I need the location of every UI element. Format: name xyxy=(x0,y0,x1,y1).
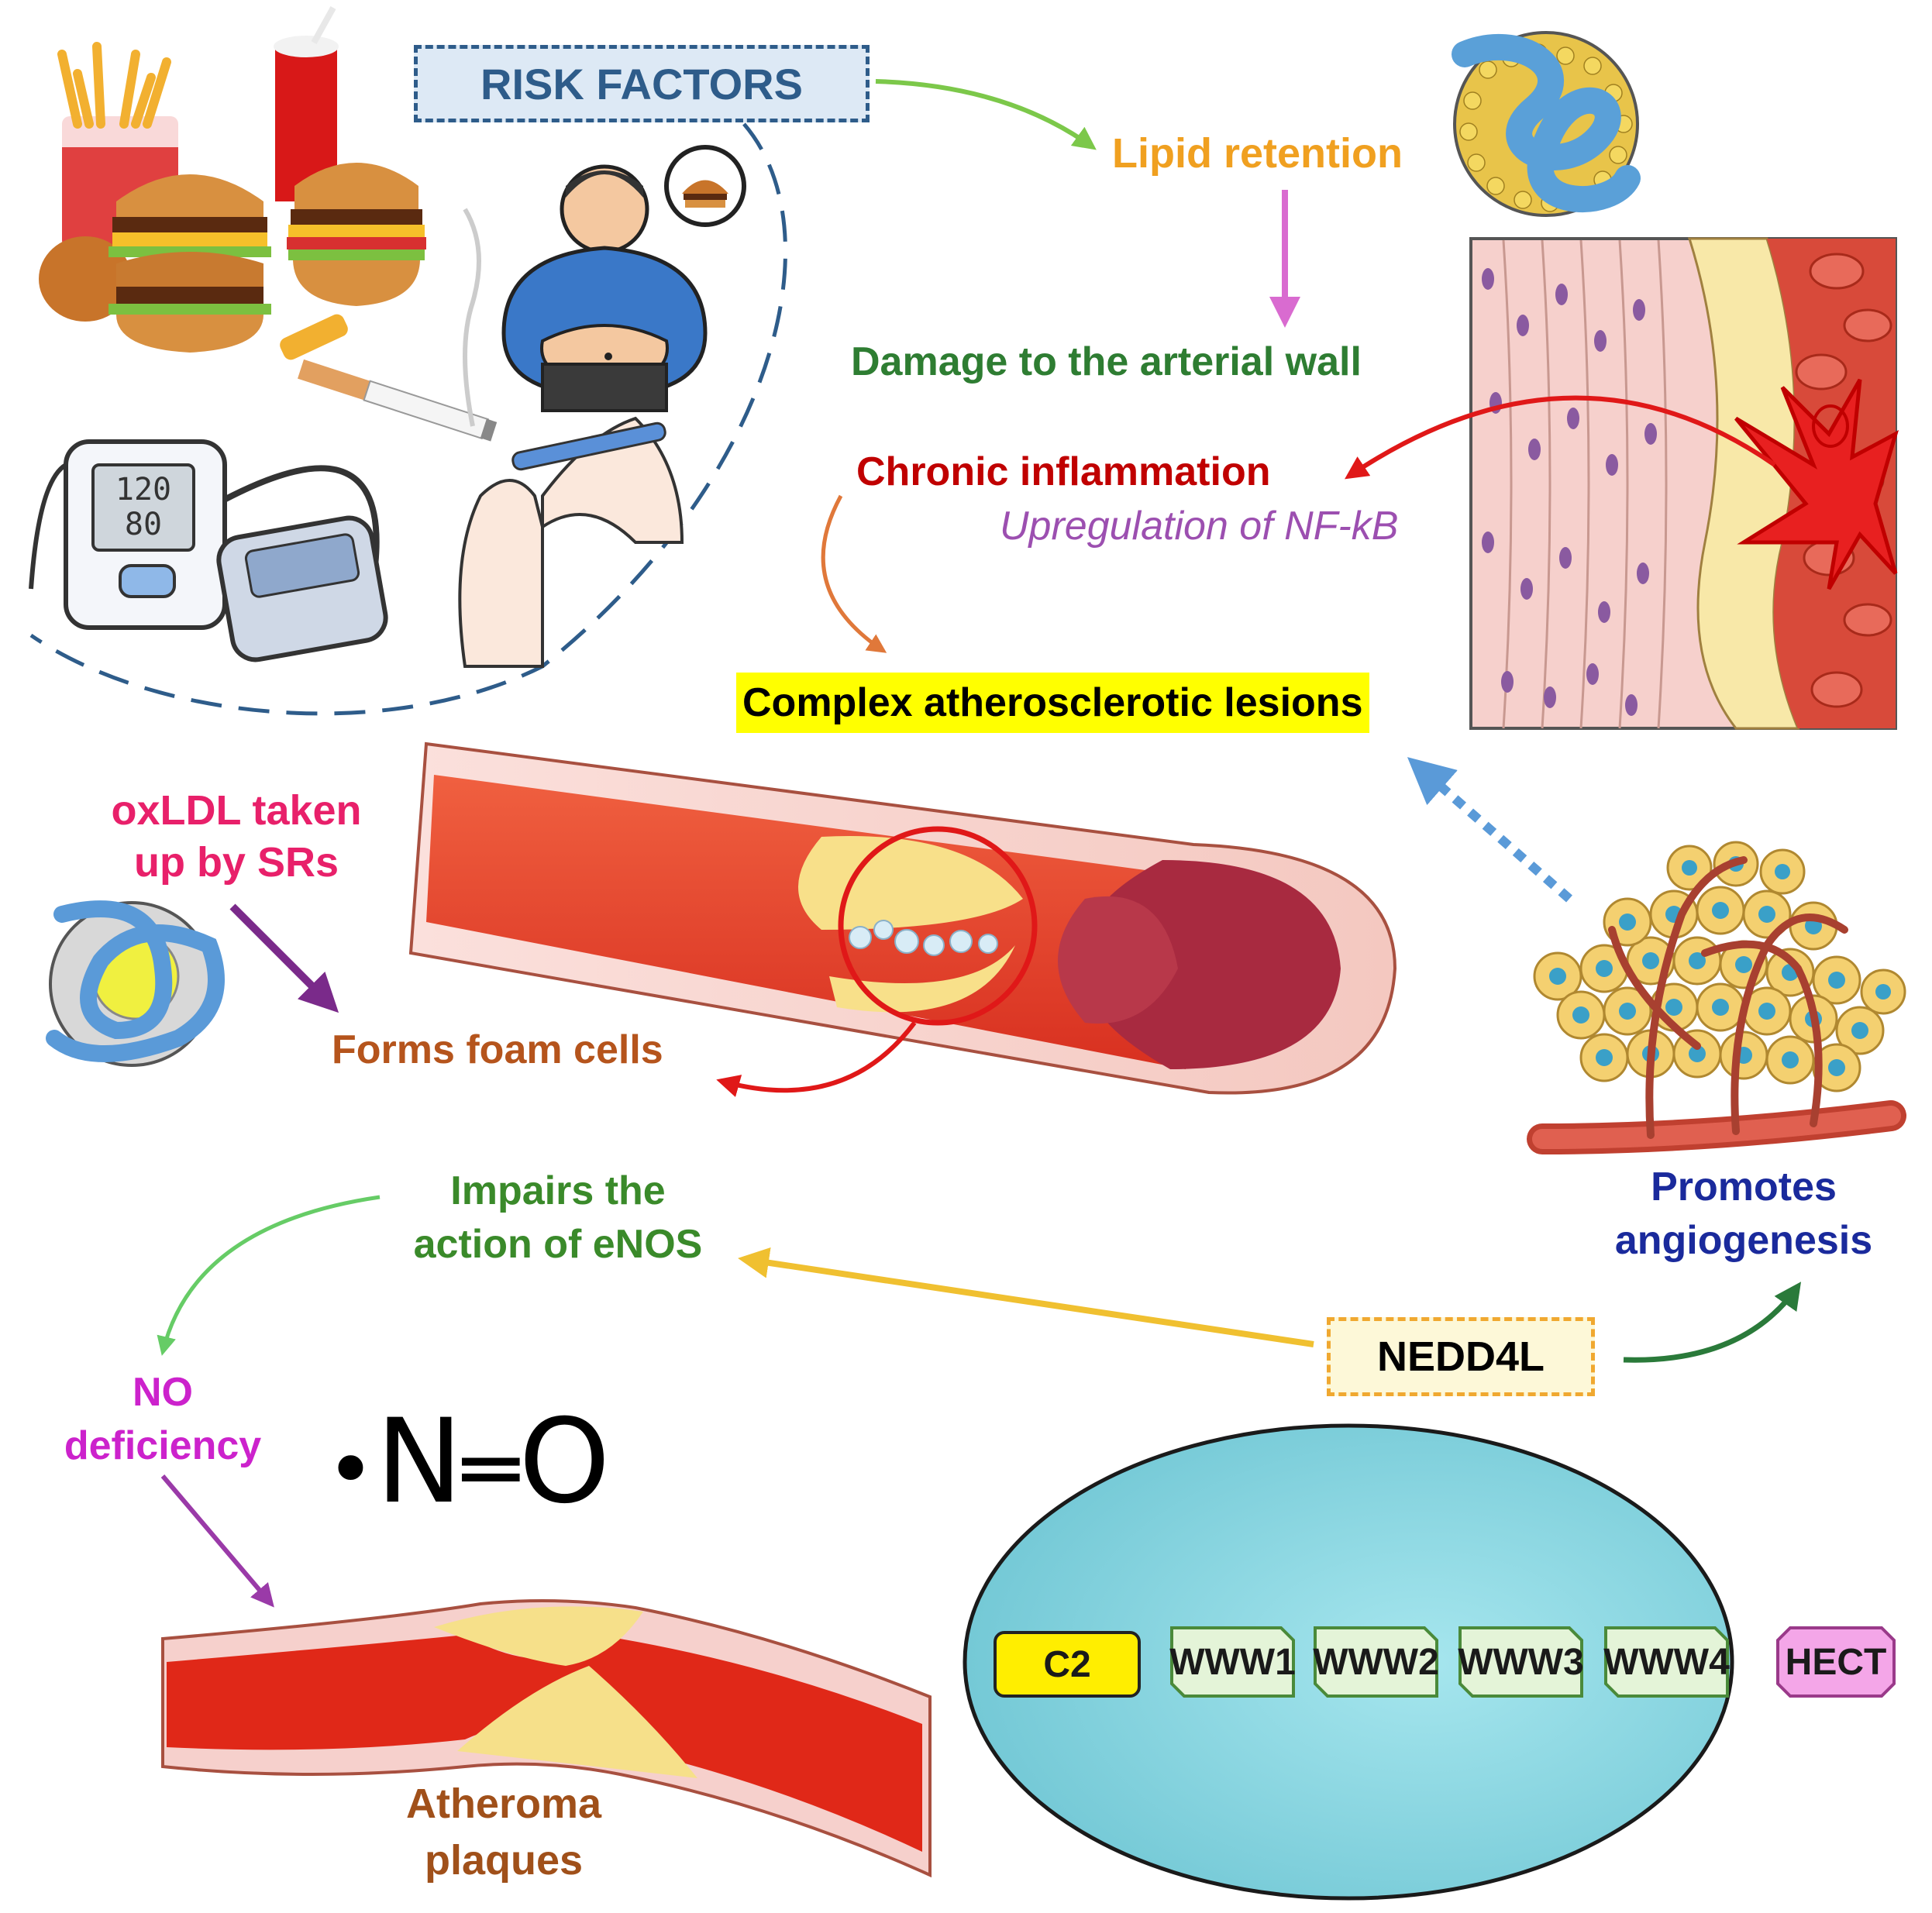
oxldl-label-line2: up by SRs xyxy=(133,838,339,886)
risk-factors-label: RISK FACTORS xyxy=(480,59,803,108)
damage-burst-icon xyxy=(1734,378,1899,590)
atheroma-plaques-label: Atheroma plaques xyxy=(372,1782,635,1882)
formula-double-bond: ═ xyxy=(463,1416,519,1524)
chronic-inflammation-label: Chronic inflammation xyxy=(856,449,1271,494)
arrow-nedd4l-to-angiogenesis xyxy=(1623,1282,1802,1363)
impairs-enos-line2: action of eNOS xyxy=(413,1221,703,1267)
arrow-risk-to-lipid xyxy=(875,79,1097,150)
nitric-oxide-formula: •N═O xyxy=(325,1395,610,1529)
arrow-tissue-to-inflammation xyxy=(1345,395,1776,480)
oxldl-label-line1: oxLDL taken xyxy=(111,787,362,834)
blood-pressure-monitor-icon: 120 80 xyxy=(29,439,388,662)
domain-www1: WWW1 xyxy=(1169,1625,1297,1699)
bp-systolic-readout: 120 xyxy=(115,472,171,507)
formula-n: N xyxy=(375,1395,463,1529)
oxldl-label: oxLDL taken up by SRs xyxy=(77,789,395,884)
arrow-angiogenesis-to-lesions xyxy=(1407,757,1572,903)
obesity-icon xyxy=(501,145,746,412)
domain-hect-label: HECT xyxy=(1785,1641,1887,1683)
cigarette-icon xyxy=(298,208,498,442)
arrow-plaque-to-foam xyxy=(716,1021,917,1097)
domain-www3: WWW3 xyxy=(1457,1625,1585,1699)
atheroma-plaques-line2: plaques xyxy=(424,1836,584,1884)
nfkb-label: Upregulation of NF-kB xyxy=(1000,504,1399,549)
domain-c2-label: C2 xyxy=(1043,1643,1091,1685)
impairs-enos-line1: Impairs the xyxy=(450,1168,666,1213)
radical-dot: • xyxy=(325,1419,376,1519)
arrow-no-to-atheroma xyxy=(160,1474,274,1608)
glucose-test-icon xyxy=(458,416,684,668)
no-deficiency-line1: NO xyxy=(133,1370,193,1415)
risk-factors-box: RISK FACTORS xyxy=(414,45,870,122)
domain-www2-label: WWW2 xyxy=(1313,1641,1439,1683)
domain-www1-label: WWW1 xyxy=(1169,1641,1296,1683)
complex-lesions-highlight: Complex atherosclerotic lesions xyxy=(736,673,1369,733)
impairs-enos-label: Impairs the action of eNOS xyxy=(372,1170,744,1265)
damage-arterial-wall-label: Damage to the arterial wall xyxy=(851,339,1362,384)
nedd4l-label: NEDD4L xyxy=(1376,1333,1545,1380)
arrow-oxldl-to-foam xyxy=(229,903,339,1013)
promotes-angiogenesis-label: Promotes angiogenesis xyxy=(1573,1166,1914,1261)
formula-o: O xyxy=(518,1395,611,1529)
lipid-retention-label: Lipid retention xyxy=(1112,130,1403,177)
atheroma-vessel xyxy=(161,1599,932,1878)
arrow-inflammation-to-lesions xyxy=(821,494,887,653)
promotes-angiogenesis-line1: Promotes xyxy=(1651,1165,1837,1209)
domain-www3-label: WWW3 xyxy=(1458,1641,1584,1683)
no-deficiency-label: NO deficiency xyxy=(46,1371,279,1467)
domain-www4: WWW4 xyxy=(1603,1625,1731,1699)
foam-cells-label: Forms foam cells xyxy=(332,1027,663,1072)
domain-hect: HECT xyxy=(1775,1625,1897,1699)
angiogenesis-icon xyxy=(1527,841,1906,1154)
artery-with-plaque xyxy=(408,741,1397,1095)
nedd4l-box: NEDD4L xyxy=(1327,1317,1595,1396)
junk-food-icon xyxy=(39,6,426,360)
atheroma-plaques-line1: Atheroma xyxy=(405,1781,602,1827)
bp-diastolic-readout: 80 xyxy=(125,507,162,542)
no-deficiency-line2: deficiency xyxy=(64,1423,262,1468)
domain-www4-label: WWW4 xyxy=(1603,1641,1730,1683)
complex-lesions-label: Complex atherosclerotic lesions xyxy=(742,680,1363,725)
domain-c2: C2 xyxy=(994,1631,1141,1698)
arterial-wall-panel xyxy=(1469,237,1899,730)
plaque-highlight-circle xyxy=(838,826,1038,1026)
oxldl-particle-icon xyxy=(46,900,225,1067)
lipoprotein-icon xyxy=(1452,31,1641,217)
arrow-nedd4l-to-enos xyxy=(738,1247,1314,1347)
promotes-angiogenesis-line2: angiogenesis xyxy=(1614,1217,1873,1263)
domain-www2: WWW2 xyxy=(1312,1625,1440,1699)
arrow-enos-to-no xyxy=(157,1195,381,1356)
